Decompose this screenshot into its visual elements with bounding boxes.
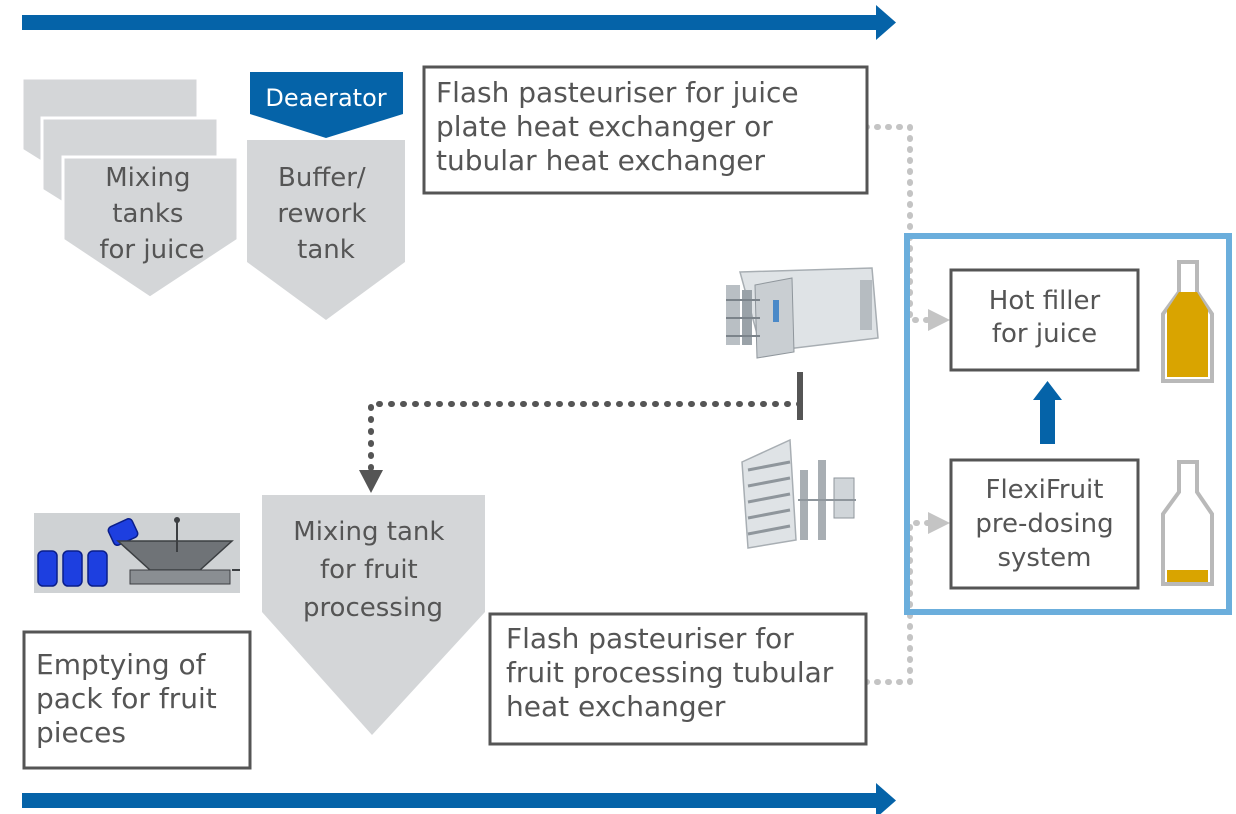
flexifruit-box — [949, 458, 1140, 590]
mixing-tanks-juice-label: Mixing tanks for juice — [99, 163, 204, 265]
flash-fruit-line-3: heat exchanger — [506, 690, 726, 723]
juice-route-dotted-line — [863, 124, 950, 331]
buffer-tank-label: Buffer/ rework tank — [277, 163, 374, 265]
deaerator-shape: Deaerator — [250, 72, 403, 138]
hot-filler-label: Hot filler for juice — [951, 285, 1138, 351]
buffer-tank-shape: Buffer/ rework tank — [247, 140, 405, 320]
emptying-line-3: pieces — [36, 716, 126, 749]
hot-filler-box — [949, 268, 1140, 372]
flexifruit-to-filler-arrow — [1033, 381, 1062, 444]
emptying-line-2: pack for fruit — [36, 682, 217, 715]
hot-filler-line-2: for juice — [991, 319, 1098, 349]
top-flow-arrow — [22, 5, 896, 40]
flexifruit-line-2: pre-dosing — [975, 509, 1114, 539]
flash-fruit-line-1: Flash pasteuriser for — [506, 622, 794, 655]
flash-juice-line-3: tubular heat exchanger — [436, 144, 765, 177]
emptying-pack-box — [22, 630, 252, 770]
hot-filler-line-1: Hot filler — [988, 286, 1101, 316]
plate-heat-exchanger-image — [722, 265, 880, 365]
emptying-line-1: Emptying of — [36, 648, 206, 681]
bottle-full-icon — [1161, 260, 1214, 383]
mixing-tanks-juice-shape: Mixing tanks for juice — [20, 76, 240, 300]
flash-pasteuriser-juice-label: Flash pasteuriser for juice plate heat e… — [436, 76, 861, 178]
mixing-tank-fruit-label: Mixing tank for fruit processing — [293, 517, 452, 623]
flash-pasteuriser-juice-box — [422, 65, 869, 195]
flash-pasteuriser-fruit-box — [488, 612, 868, 746]
pack-emptying-station-image — [34, 513, 240, 593]
bottom-flow-arrow — [22, 783, 896, 814]
flexifruit-label: FlexiFruit pre-dosing system — [951, 473, 1138, 575]
flexifruit-line-1: FlexiFruit — [985, 475, 1104, 505]
mixing-tank-fruit-shape: Mixing tank for fruit processing — [262, 495, 485, 735]
flexifruit-line-3: system — [997, 543, 1092, 573]
flash-juice-line-2: plate heat exchanger or — [436, 110, 773, 143]
flash-fruit-line-2: fruit processing tubular — [506, 656, 834, 689]
flash-pasteuriser-fruit-label: Flash pasteuriser for fruit processing t… — [506, 622, 861, 724]
deaerator-label: Deaerator — [265, 84, 386, 112]
bottle-low-icon — [1161, 460, 1214, 586]
flash-juice-line-1: Flash pasteuriser for juice — [436, 76, 799, 109]
emptying-pack-label: Emptying of pack for fruit pieces — [36, 648, 246, 750]
fruit-route-dotted-line — [359, 372, 803, 493]
tubular-heat-exchanger-image — [730, 438, 860, 550]
filling-section-frame — [904, 233, 1232, 615]
